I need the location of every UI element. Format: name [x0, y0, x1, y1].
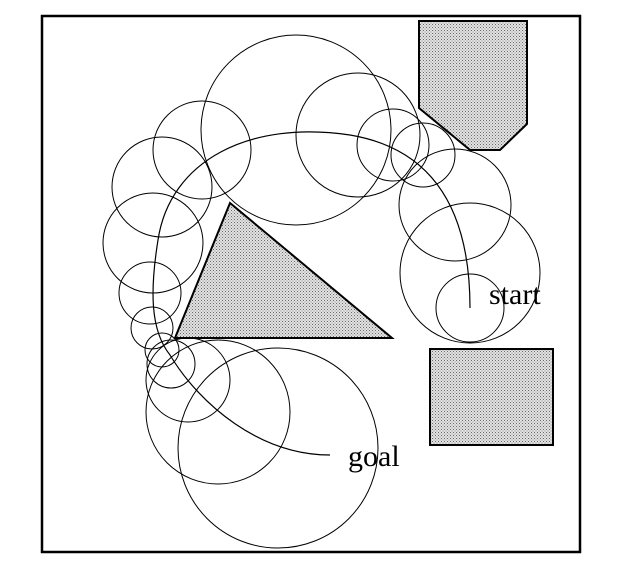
path-circle	[295, 72, 421, 198]
path-circle	[118, 261, 182, 325]
path-circles	[102, 34, 541, 549]
start-label: start	[489, 278, 541, 311]
path-circle	[145, 339, 291, 485]
rectangle-obstacle	[429, 348, 554, 446]
path-circle	[200, 34, 392, 226]
path-circle	[356, 108, 430, 182]
path-circle	[399, 202, 541, 344]
goal-label: goal	[348, 440, 400, 473]
path-circle	[390, 122, 456, 188]
planned-path	[152, 131, 471, 456]
path-circle	[398, 148, 512, 262]
path-circle	[152, 100, 252, 200]
path-circle	[145, 337, 231, 423]
triangle-obstacle	[173, 201, 395, 339]
path-circle	[146, 339, 196, 389]
path-circle	[177, 347, 379, 549]
path-circle	[435, 273, 505, 343]
path-circle	[111, 136, 213, 238]
pentagon-obstacle	[418, 20, 528, 151]
